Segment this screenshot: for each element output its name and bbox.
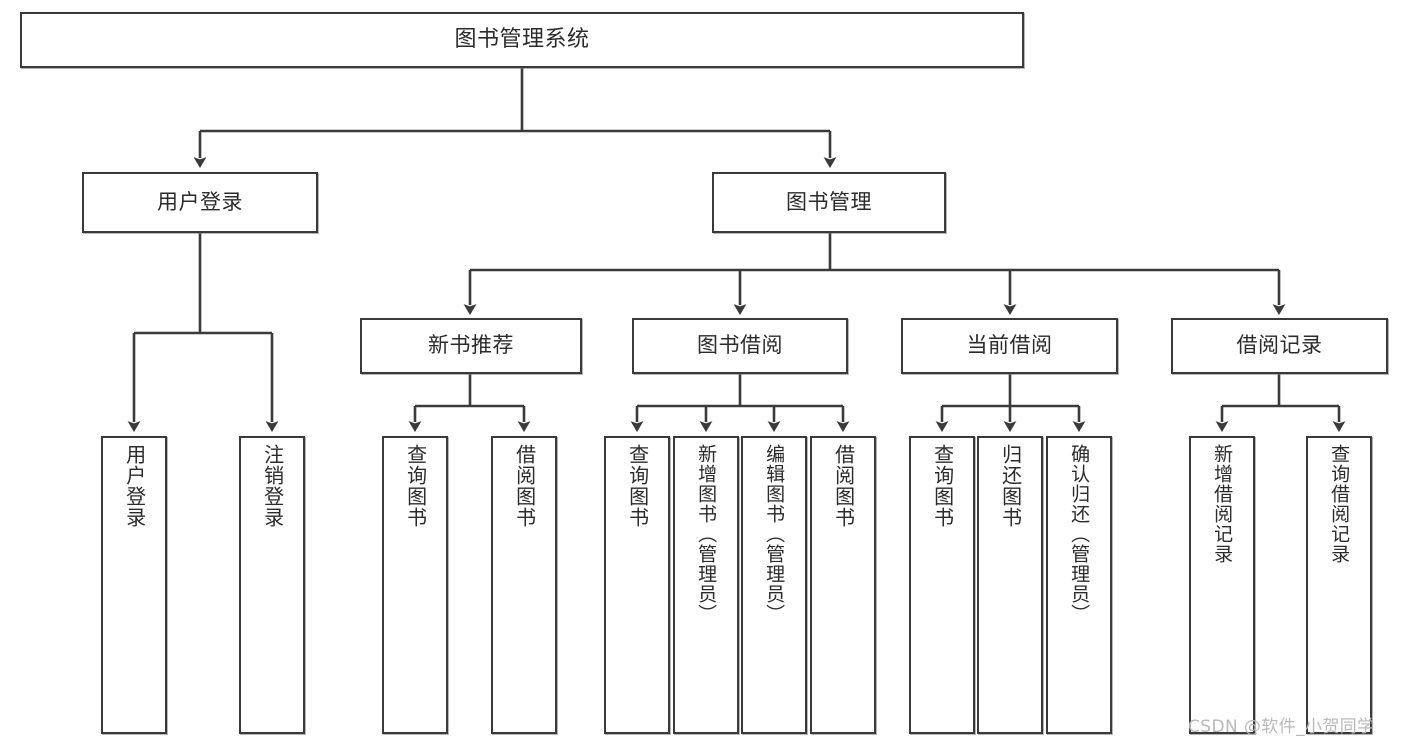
node-leaf-confirm-return-admin[interactable]: 确认归还（管理员） <box>1046 436 1112 734</box>
node-label: 查询图书 <box>625 444 650 528</box>
node-label: 新增图书（管理员） <box>695 444 718 624</box>
node-label: 注销登录 <box>260 444 285 528</box>
node-leaf-current-query-book[interactable]: 查询图书 <box>909 436 975 734</box>
node-label: 新增借阅记录 <box>1211 444 1234 564</box>
node-label: 编辑图书（管理员） <box>763 444 786 624</box>
node-label: 归还图书 <box>998 444 1023 528</box>
node-label: 用户登录 <box>122 444 147 528</box>
node-leaf-borrow-borrow-book[interactable]: 借阅图书 <box>810 436 876 734</box>
node-label: 查询图书 <box>403 444 428 528</box>
node-leaf-add-borrow-record[interactable]: 新增借阅记录 <box>1189 436 1255 734</box>
node-user-login[interactable]: 用户登录 <box>82 172 318 233</box>
node-leaf-query-borrow-record[interactable]: 查询借阅记录 <box>1306 436 1372 734</box>
node-book-management[interactable]: 图书管理 <box>712 172 946 233</box>
node-label: 当前借阅 <box>966 333 1053 358</box>
node-leaf-logout[interactable]: 注销登录 <box>239 436 305 734</box>
node-label: 查询借阅记录 <box>1328 444 1351 564</box>
node-label: 确认归还（管理员） <box>1068 444 1091 624</box>
node-leaf-user-login[interactable]: 用户登录 <box>101 436 167 734</box>
node-leaf-newbook-query-book[interactable]: 查询图书 <box>382 436 448 734</box>
csdn-watermark: CSDN @软件_小贺同学 <box>1188 717 1375 737</box>
node-label: 查询图书 <box>930 444 955 528</box>
node-label: 图书借阅 <box>697 333 783 358</box>
node-label: 借阅图书 <box>831 444 856 528</box>
node-leaf-add-book-admin[interactable]: 新增图书（管理员） <box>673 436 739 734</box>
node-label: 图书管理 <box>786 189 872 214</box>
node-leaf-newbook-borrow-book[interactable]: 借阅图书 <box>491 436 557 734</box>
node-root-system[interactable]: 图书管理系统 <box>20 12 1024 68</box>
node-current-borrow[interactable]: 当前借阅 <box>901 318 1118 374</box>
node-leaf-return-book[interactable]: 归还图书 <box>977 436 1043 734</box>
node-label: 图书管理系统 <box>454 26 590 52</box>
node-leaf-edit-book-admin[interactable]: 编辑图书（管理员） <box>741 436 807 734</box>
node-leaf-borrow-query-book[interactable]: 查询图书 <box>604 436 670 734</box>
node-label: 借阅图书 <box>512 444 537 528</box>
node-new-book-recommend[interactable]: 新书推荐 <box>360 318 582 374</box>
node-label: 借阅记录 <box>1236 333 1323 358</box>
node-label: 用户登录 <box>157 189 243 214</box>
node-label: 新书推荐 <box>428 333 514 358</box>
node-book-borrow[interactable]: 图书借阅 <box>632 318 848 374</box>
node-borrow-record[interactable]: 借阅记录 <box>1171 318 1388 374</box>
